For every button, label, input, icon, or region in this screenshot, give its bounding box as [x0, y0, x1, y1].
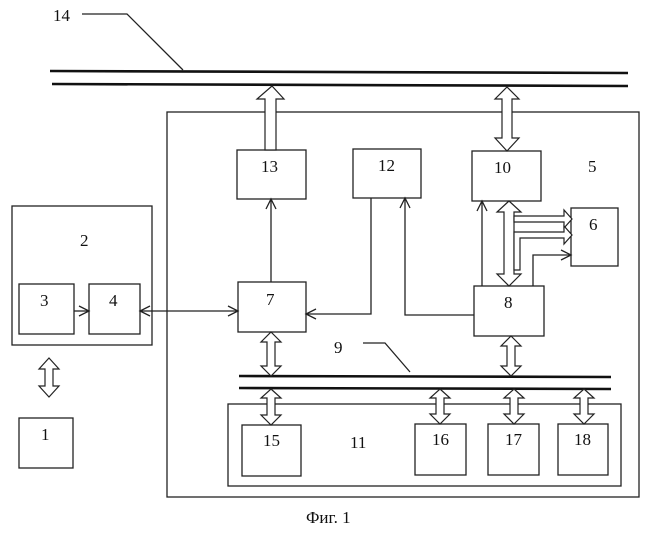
block-13-label: 13	[261, 157, 278, 176]
block-15-label: 15	[263, 431, 280, 450]
arrow-8-to-6-thin	[533, 250, 571, 286]
arrow-8-to-6	[514, 226, 572, 270]
arrow-7-bus9	[261, 332, 281, 376]
block-18-label: 18	[574, 430, 591, 449]
arrow-13-to-bus14	[257, 86, 284, 150]
arrow-8-to-12	[400, 198, 474, 315]
block-2-label: 2	[80, 231, 89, 250]
block-4-label: 4	[109, 291, 118, 310]
bus-14-leader	[82, 14, 183, 70]
arrow-12-to-7	[306, 198, 371, 319]
block-3-label: 3	[40, 291, 49, 310]
block-10-label: 10	[494, 158, 511, 177]
bus-9-leader	[363, 343, 410, 372]
bus-14-label: 14	[53, 6, 71, 25]
block-8-label: 8	[504, 293, 513, 312]
block-6-label: 6	[589, 215, 598, 234]
arrow-4-7	[140, 306, 238, 316]
arrow-8-to-10	[477, 201, 487, 286]
block-7-label: 7	[266, 290, 275, 309]
arrow-10-bus14	[495, 87, 519, 151]
block-12-label: 12	[378, 156, 395, 175]
bus-14: 14	[50, 6, 628, 86]
block-5-label: 5	[588, 157, 597, 176]
arrow-bus9-15	[261, 389, 281, 425]
arrow-bus9-16	[430, 389, 450, 424]
block-1-label: 1	[41, 425, 50, 444]
bus-9: 9	[239, 338, 611, 389]
arrow-1-2	[39, 358, 59, 397]
block-17-label: 17	[505, 430, 523, 449]
arrow-bus9-17	[504, 389, 524, 424]
block-16-label: 16	[432, 430, 449, 449]
arrow-7-to-13	[266, 199, 276, 282]
arrow-bus9-18	[574, 389, 594, 424]
figure-caption: Фиг. 1	[306, 508, 351, 527]
block-11	[228, 404, 621, 486]
bus-9-label: 9	[334, 338, 343, 357]
arrow-8-bus9	[501, 336, 521, 376]
block-2	[12, 206, 152, 345]
arrow-3-to-4	[74, 306, 89, 316]
arrow-10-to-6	[514, 210, 572, 228]
block-11-label: 11	[350, 433, 366, 452]
